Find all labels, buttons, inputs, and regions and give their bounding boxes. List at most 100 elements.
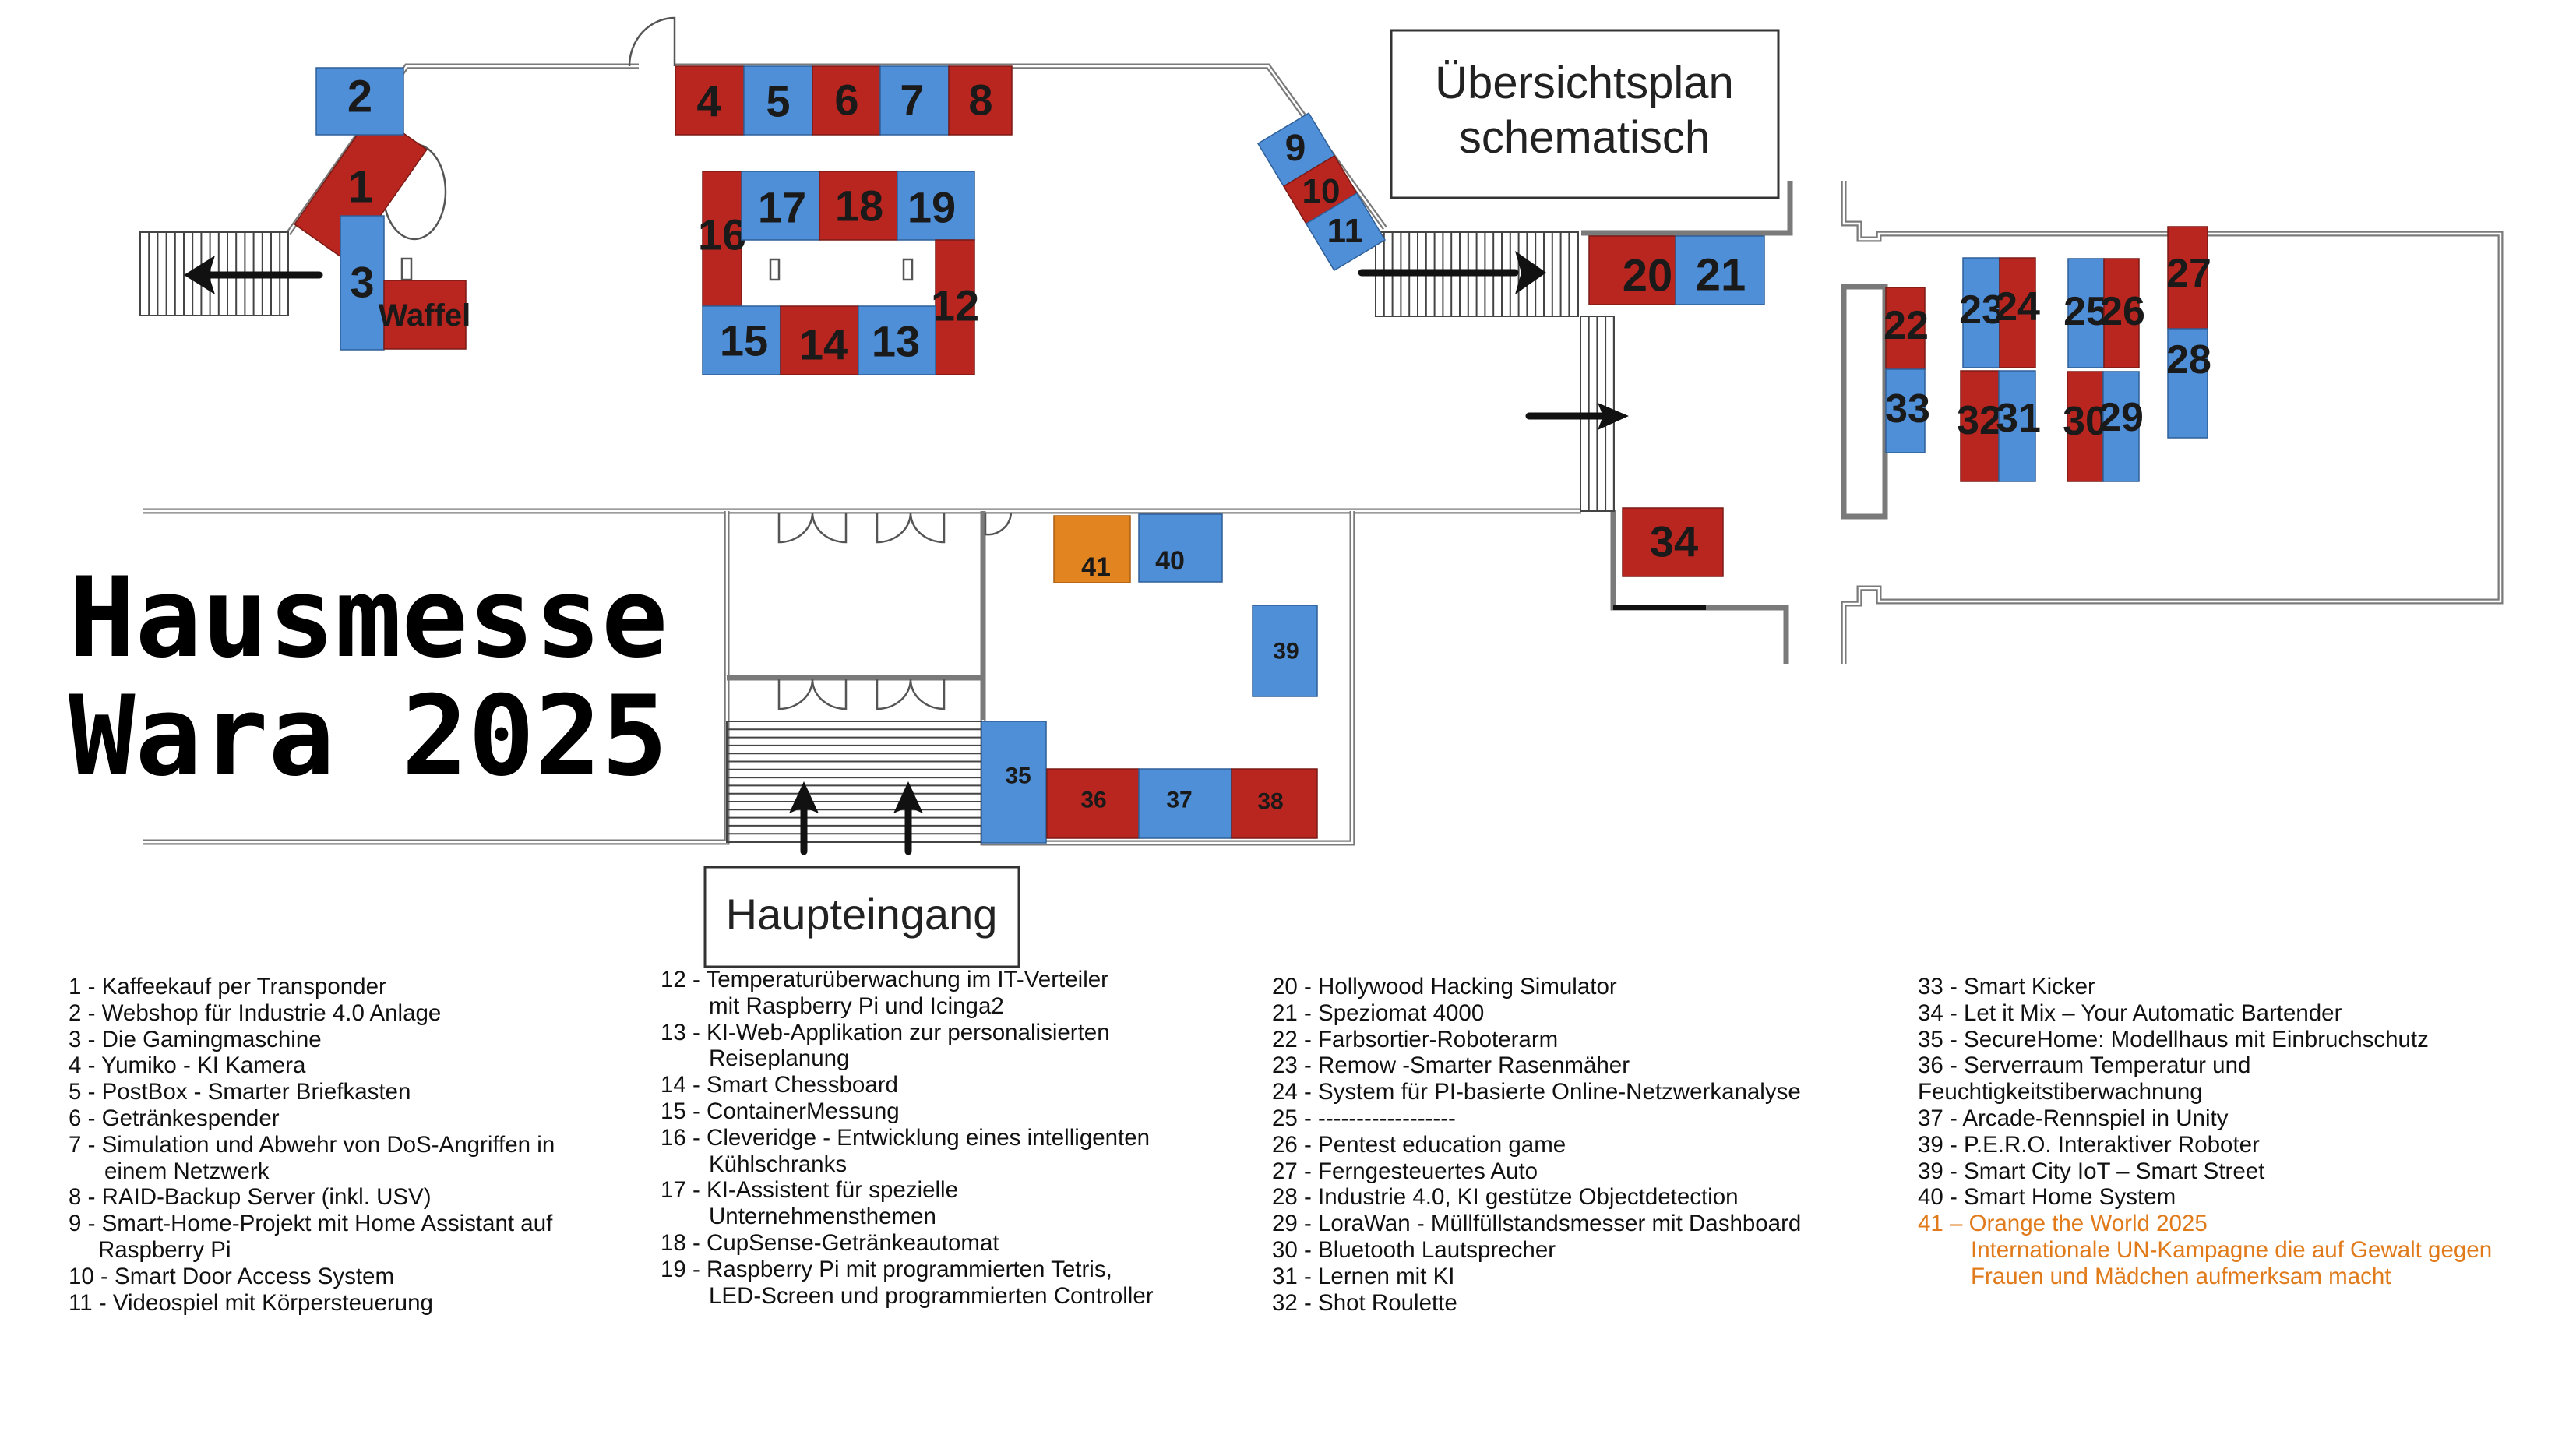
booth-22[interactable]: 22 <box>1884 287 1929 370</box>
legend-item-continuation: Feuchtigkeitstiberwachnung <box>1918 1079 2203 1105</box>
booth-3-number: 3 <box>350 258 374 307</box>
booth-31[interactable]: 31 <box>1996 370 2041 482</box>
legend-item: 32 - Shot Roulette <box>1272 1289 1457 1316</box>
booth-6[interactable]: 6 <box>812 65 881 136</box>
booth-40[interactable]: 40 <box>1138 513 1223 583</box>
booth-1[interactable]: 1 <box>294 111 428 263</box>
booth-38-number: 38 <box>1257 789 1283 815</box>
booth-12[interactable]: 12 <box>931 239 979 375</box>
booth-waffel[interactable]: Waffel <box>379 280 471 350</box>
bin-1 <box>400 257 413 281</box>
booth-23-number: 23 <box>1959 287 2004 333</box>
wall-right-hall-inner <box>1842 181 2502 664</box>
booth-15-number: 15 <box>720 316 768 365</box>
booth-39[interactable]: 39 <box>1252 605 1318 697</box>
booth-8-number: 8 <box>968 76 992 125</box>
booth-22-number: 22 <box>1884 303 1929 348</box>
arrow-up-entrance-left-icon <box>789 781 819 855</box>
booth-35[interactable]: 35 <box>981 721 1047 844</box>
bin-3 <box>902 258 914 281</box>
booth-3[interactable]: 3 <box>340 215 385 351</box>
booth-37[interactable]: 37 <box>1138 768 1232 839</box>
legend-item: 36 - Serverraum Temperatur und <box>1918 1052 2251 1079</box>
door-top <box>628 16 676 67</box>
booth-25-number: 25 <box>2063 289 2109 334</box>
booth-12-number: 12 <box>931 281 979 330</box>
booth-36[interactable]: 36 <box>1046 768 1140 839</box>
booth-16[interactable]: 16 <box>698 171 746 307</box>
legend-item: 6 - Getränkespender <box>69 1105 280 1131</box>
booth-18[interactable]: 18 <box>819 171 898 241</box>
booth-33-number: 33 <box>1885 386 1930 432</box>
booth-14[interactable]: 14 <box>780 305 859 375</box>
legend-item: 20 - Hollywood Hacking Simulator <box>1272 974 1617 999</box>
booth-8[interactable]: 8 <box>948 65 1013 136</box>
booth-7[interactable]: 7 <box>879 65 950 136</box>
booth-19-number: 19 <box>907 183 956 232</box>
booth-9[interactable]: 9 <box>1256 112 1336 188</box>
booth-17[interactable]: 17 <box>741 171 820 241</box>
pillar-box <box>1841 284 1888 520</box>
legend-item: 23 - Remow -Smarter Rasenmäher <box>1272 1052 1630 1079</box>
legend-item-continuation: Kühlschranks <box>709 1151 848 1177</box>
booth-41[interactable]: 41 <box>1053 515 1131 583</box>
booth-34[interactable]: 34 <box>1622 507 1724 577</box>
booth-35-number: 35 <box>1005 763 1031 789</box>
legend-item: 25 - ------------------ <box>1272 1105 1456 1131</box>
legend-item: 15 - ContainerMessung <box>661 1098 900 1124</box>
booth-31-number: 31 <box>1996 396 2041 441</box>
booth-21-number: 21 <box>1696 250 1746 301</box>
booth-2-number: 2 <box>347 72 372 122</box>
legend-item-continuation: Unternehmensthemen <box>709 1204 936 1230</box>
booth-10-number: 10 <box>1302 172 1340 210</box>
booth-24[interactable]: 24 <box>1995 257 2040 368</box>
booth-38[interactable]: 38 <box>1231 768 1318 839</box>
booth-11[interactable]: 11 <box>1305 192 1387 272</box>
booth-2[interactable]: 2 <box>315 67 404 136</box>
booth-4[interactable]: 4 <box>675 65 745 136</box>
booth-33[interactable]: 33 <box>1885 368 1930 453</box>
booth-28-number: 28 <box>2166 337 2211 383</box>
booth-24-number: 24 <box>1995 284 2040 330</box>
title-line-1: Hausmesse <box>69 554 668 682</box>
main-entrance-text: Haupteingang <box>726 890 998 939</box>
booth-30[interactable]: 30 <box>2063 371 2108 482</box>
legend-item: 37 - Arcade-Rennspiel in Unity <box>1918 1105 2229 1131</box>
booth-4-number: 4 <box>696 77 721 126</box>
legend-item: 4 - Yumiko - KI Kamera <box>69 1052 306 1079</box>
booth-26[interactable]: 26 <box>2100 258 2145 368</box>
booth-10[interactable]: 10 <box>1282 153 1360 229</box>
booth-29-number: 29 <box>2099 395 2144 440</box>
booth-32[interactable]: 32 <box>1957 370 2002 482</box>
booth-27[interactable]: 27 <box>2166 226 2211 330</box>
booth-15[interactable]: 15 <box>702 305 781 375</box>
booth-29[interactable]: 29 <box>2099 371 2144 482</box>
booth-27-number: 27 <box>2166 251 2211 296</box>
legend-item-continuation: Reiseplanung <box>709 1045 850 1072</box>
booth-28[interactable]: 28 <box>2166 328 2211 439</box>
booth-1-number: 1 <box>348 162 373 213</box>
legend-item: 24 - System für PI-basierte Online-Netzw… <box>1272 1079 1801 1105</box>
arrow-left-exit-icon <box>184 256 323 294</box>
booth-11-number: 11 <box>1327 212 1364 250</box>
legend-item: 22 - Farbsortier-Roboterarm <box>1272 1026 1559 1052</box>
booth-16-number: 16 <box>698 210 746 259</box>
legend-item: 19 - Raspberry Pi mit programmierten Tet… <box>661 1256 1112 1282</box>
booth-5[interactable]: 5 <box>743 65 813 136</box>
booth-21[interactable]: 21 <box>1675 235 1765 305</box>
legend-item: 10 - Smart Door Access System <box>69 1263 395 1289</box>
booth-23[interactable]: 23 <box>1959 257 2004 368</box>
booth-19[interactable]: 19 <box>897 171 975 241</box>
booth-13[interactable]: 13 <box>858 305 936 375</box>
vestibule-doors <box>777 512 1013 710</box>
booth-20[interactable]: 20 <box>1588 235 1676 305</box>
booth-18-number: 18 <box>835 182 883 231</box>
legend-item: 33 - Smart Kicker <box>1918 974 2095 999</box>
booth-36-number: 36 <box>1080 788 1106 813</box>
legend-item: 26 - Pentest education game <box>1272 1131 1566 1158</box>
booth-25[interactable]: 25 <box>2063 258 2109 368</box>
